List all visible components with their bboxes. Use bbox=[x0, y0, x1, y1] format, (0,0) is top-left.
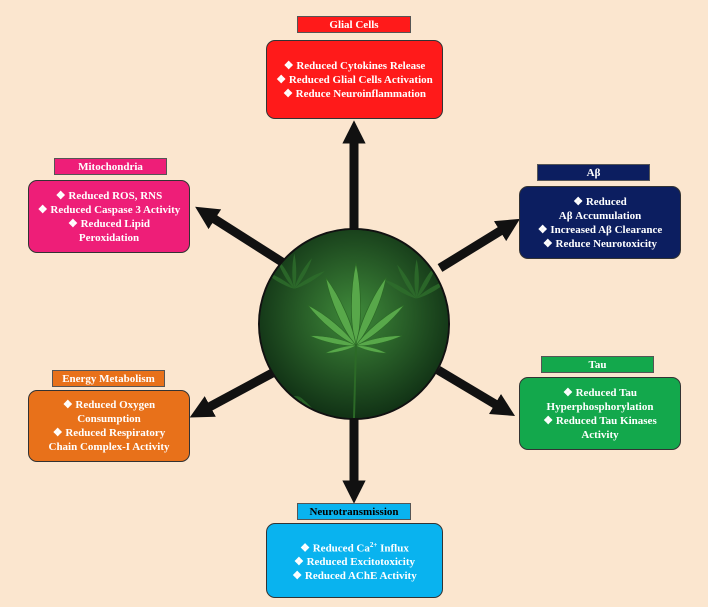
tau-card: ❖ Reduced Tau Hyperphosphorylation ❖ Red… bbox=[519, 377, 681, 450]
mito-item: ❖ Reduced Caspase 3 Activity bbox=[37, 203, 181, 216]
neuro-item-influx: ❖ Reduced Ca2+ Influx bbox=[300, 540, 409, 555]
tau-item: ❖ Reduced Tau bbox=[562, 386, 638, 399]
glial-item: ❖ Reduced Cytokines Release bbox=[283, 59, 426, 72]
neuro-item: ❖ Reduced AChE Activity bbox=[292, 570, 417, 583]
neurotransmission-tag: Neurotransmission bbox=[297, 503, 411, 520]
glial-item: ❖ Reduce Neuroinflammation bbox=[283, 87, 426, 100]
tau-item: Hyperphosphorylation bbox=[546, 400, 654, 413]
energy-item: ❖ Reduced Oxygen bbox=[62, 399, 156, 411]
neuro-item: ❖ Reduced Excitotoxicity bbox=[293, 556, 416, 569]
mitochondria-tag: Mitochondria bbox=[54, 158, 167, 175]
glial-item: ❖ Reduced Glial Cells Activation bbox=[276, 73, 433, 86]
mito-item: ❖ Reduced ROS, RNS bbox=[55, 189, 163, 202]
arrow-upper-right-icon bbox=[437, 218, 520, 272]
energy-item: Consumption bbox=[77, 413, 141, 425]
abeta-card: ❖ Reduced Aβ Accumulation ❖ Increased Aβ… bbox=[519, 186, 681, 259]
energy-metabolism-tag: Energy Metabolism bbox=[52, 370, 165, 387]
abeta-item: Aβ Accumulation bbox=[558, 209, 642, 222]
tau-item: Activity bbox=[581, 428, 619, 441]
glial-cells-tag: Glial Cells bbox=[297, 16, 411, 33]
mito-item: Peroxidation bbox=[78, 231, 140, 244]
arrow-lower-left-icon bbox=[189, 366, 281, 418]
tau-item: ❖ Reduced Tau Kinases bbox=[543, 414, 657, 427]
energy-item: Chain Complex-I Activity bbox=[48, 441, 170, 453]
energy-item: ❖ Reduced Respiratory bbox=[52, 427, 166, 439]
abeta-item: ❖ Reduce Neurotoxicity bbox=[542, 237, 658, 250]
glial-cells-card: ❖ Reduced Cytokines Release ❖ Reduced Gl… bbox=[266, 40, 443, 119]
tau-tag: Tau bbox=[541, 356, 654, 373]
arrow-upper-left-icon bbox=[195, 206, 285, 266]
mitochondria-card: ❖ Reduced ROS, RNS ❖ Reduced Caspase 3 A… bbox=[28, 180, 190, 253]
neurotransmission-card: ❖ Reduced Ca2+ Influx ❖ Reduced Excitoto… bbox=[266, 523, 443, 598]
abeta-item: ❖ Increased Aβ Clearance bbox=[537, 223, 663, 236]
energy-metabolism-card: ❖ Reduced Oxygen Consumption ❖ Reduced R… bbox=[28, 390, 190, 462]
arrow-lower-right-icon bbox=[435, 366, 516, 416]
mito-item: ❖ Reduced Lipid bbox=[68, 217, 150, 230]
abeta-tag: Aβ bbox=[537, 164, 650, 181]
abeta-item: ❖ Reduced bbox=[573, 195, 627, 208]
cannabis-leaf-image bbox=[258, 228, 450, 420]
